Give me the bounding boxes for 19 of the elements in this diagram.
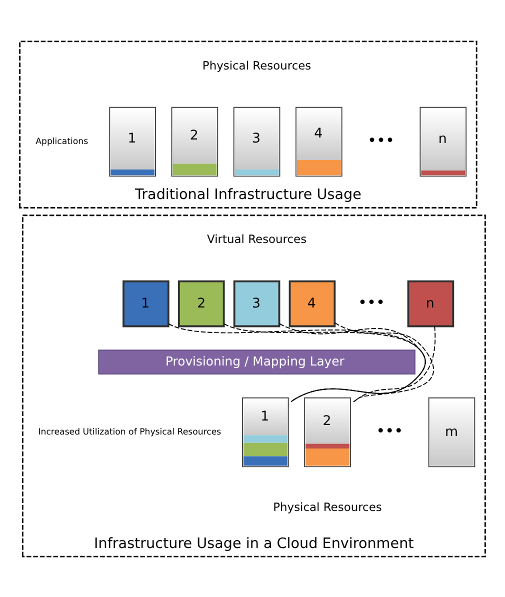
node-box: 4 [288,280,336,327]
connector [224,322,426,402]
label: Applications [36,136,88,146]
connector [334,322,434,402]
label: ••• [358,292,385,311]
node-box: n [407,280,454,327]
connector [168,322,426,402]
connector [279,322,426,402]
label: Virtual Resources [207,232,307,246]
label: Increased Utilization of Physical Resources [38,426,222,437]
label: Physical Resources [273,499,382,514]
connector [353,325,436,402]
label: ••• [368,130,395,149]
label: ••• [376,421,404,440]
label: Physical Resources [202,58,312,72]
node-box: 2 [178,280,225,327]
node-box: Provisioning / Mapping Layer [98,349,416,374]
node-box: 1 [122,280,170,327]
node-box: 3 [233,280,280,327]
